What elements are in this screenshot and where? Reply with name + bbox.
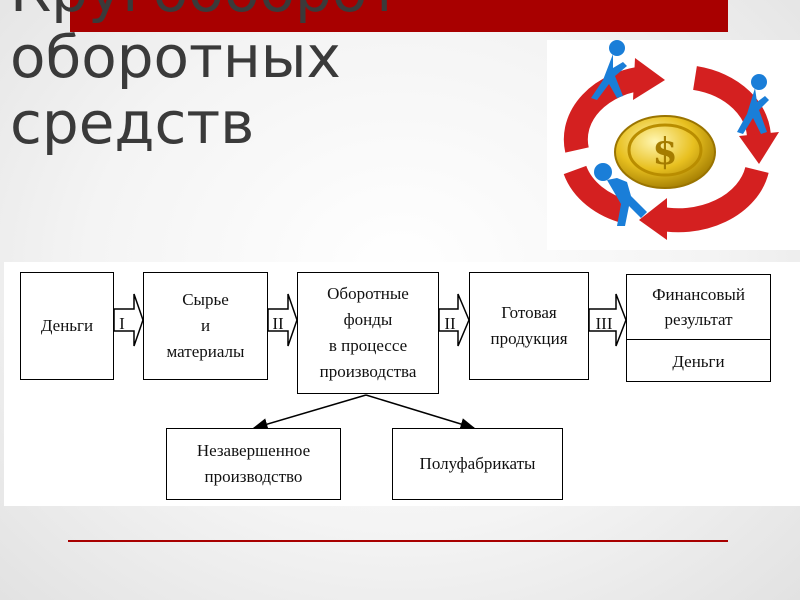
money-end-label: Деньги: [672, 351, 725, 371]
arrow-to-wip: [252, 394, 367, 430]
top-accent-bar: [70, 0, 728, 32]
money-start-label: Деньги: [40, 316, 94, 335]
financial-result-box: Финансовый результат Деньги: [626, 274, 771, 382]
money-cycle-illustration: $: [563, 40, 779, 240]
wip-box: Незавершенное производство: [166, 428, 341, 500]
money-start-box: Деньги: [20, 272, 114, 380]
raw-materials-line-3: материалы: [166, 342, 245, 361]
stage-label-1: I: [119, 314, 125, 333]
financial-result-line-2: результат: [664, 310, 733, 329]
finished-goods-line-1: Готовая: [501, 303, 557, 322]
stage-label-4: III: [595, 314, 613, 333]
running-figures-icon: [591, 40, 769, 226]
stage-arrow-2: [267, 293, 298, 347]
gold-dollar-coin-icon: $: [614, 115, 716, 189]
working-funds-line-3: в процессе: [328, 336, 408, 355]
stage-arrow-4: [588, 293, 627, 347]
stage-label-2: II: [272, 314, 284, 333]
working-funds-line-1: Оборотные: [327, 284, 409, 303]
financial-result-line-1: Финансовый: [652, 285, 745, 304]
semi-finished-label: Полуфабрикаты: [419, 454, 536, 473]
money-cycle-clipart: $: [547, 40, 800, 250]
financial-result-section: Финансовый результат: [627, 275, 770, 340]
arrow-to-semi-finished: [365, 394, 476, 430]
title-line-3: средств: [10, 89, 255, 157]
semi-finished-box: Полуфабрикаты: [392, 428, 563, 500]
stage-label-3: II: [444, 314, 456, 333]
working-funds-line-2: фонды: [343, 310, 393, 329]
stage-arrow-1: [113, 293, 144, 347]
finished-goods-line-2: продукция: [490, 329, 568, 348]
wip-line-1: Незавершенное: [196, 441, 311, 460]
working-capital-cycle-diagram: Деньги Сырье и материалы Оборотные фонды…: [4, 262, 800, 506]
red-cycle-arrows-icon: [563, 58, 779, 240]
svg-text:$: $: [652, 131, 677, 173]
title-line-1: Кругооборот: [10, 0, 401, 24]
raw-materials-line-2: и: [200, 316, 211, 335]
working-funds-box: Оборотные фонды в процессе производства: [297, 272, 439, 394]
finished-goods-box: Готовая продукция: [469, 272, 589, 380]
bottom-accent-line: [68, 540, 728, 542]
raw-materials-box: Сырье и материалы: [143, 272, 268, 380]
raw-materials-line-1: Сырье: [182, 290, 229, 309]
wip-line-2: производство: [204, 467, 303, 486]
diagram-arrows: [113, 293, 627, 430]
slide-title: Кругооборот оборотных средств: [10, 0, 401, 156]
working-funds-line-4: производства: [319, 362, 417, 381]
money-end-section: Деньги: [627, 340, 770, 382]
stage-arrow-3: [438, 293, 470, 347]
title-line-2: оборотных: [10, 23, 341, 91]
